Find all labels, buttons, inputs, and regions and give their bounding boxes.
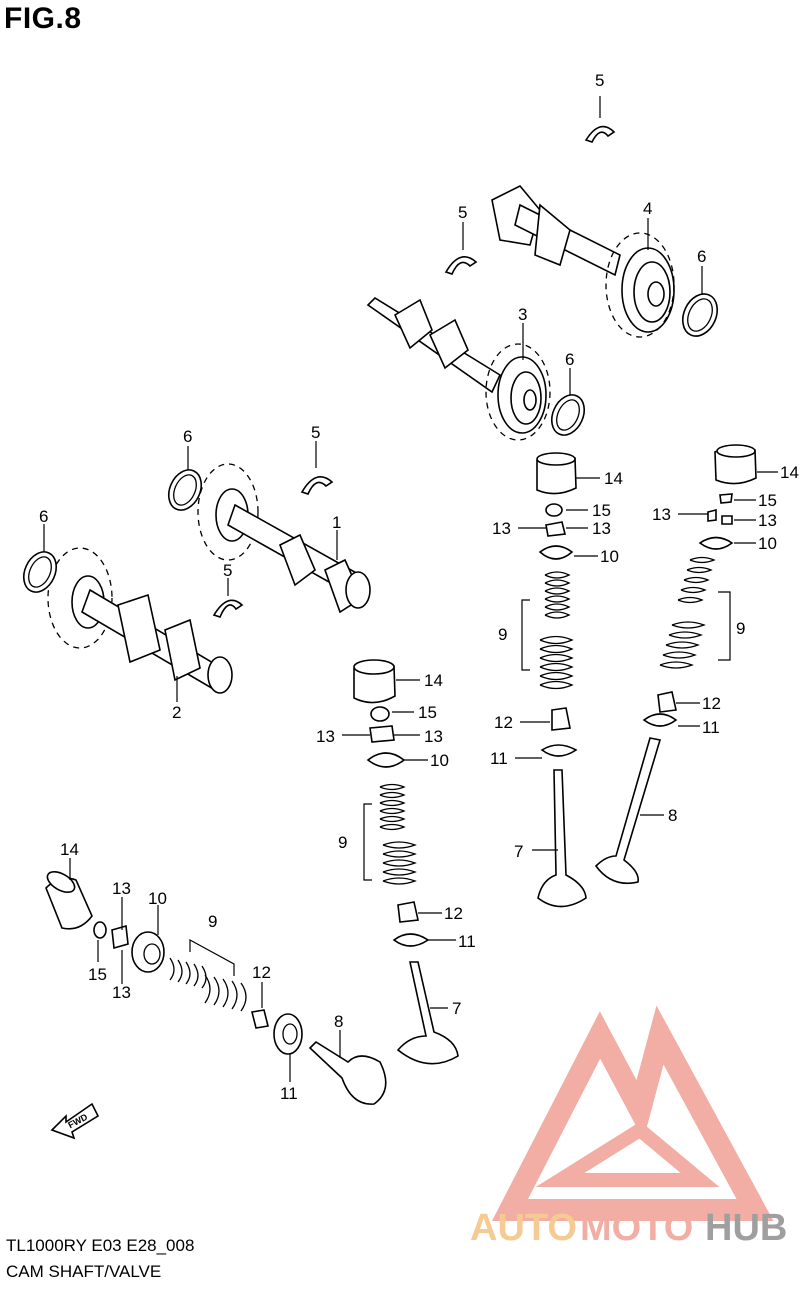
callout-14: 14 <box>60 840 79 859</box>
camshaft-4 <box>491 185 675 338</box>
callout-11: 11 <box>458 932 476 951</box>
callout-7: 7 <box>452 999 461 1018</box>
callout-15: 15 <box>592 501 611 520</box>
callout-12: 12 <box>444 904 463 923</box>
callout-9: 9 <box>338 833 347 852</box>
camshaft-1 <box>197 463 371 614</box>
watermark-inner-triangle-icon <box>535 1121 720 1187</box>
callout-15: 15 <box>418 703 437 722</box>
callout-7: 7 <box>514 842 523 861</box>
callout-4: 4 <box>643 199 652 218</box>
figure-title: FIG.8 <box>4 2 82 35</box>
callout-5: 5 <box>458 203 467 222</box>
callout-13: 13 <box>424 727 443 746</box>
callout-11: 11 <box>702 718 720 737</box>
valve-assembly-far-right <box>594 444 757 885</box>
callout-14: 14 <box>424 671 443 690</box>
callout-11: 11 <box>490 749 508 768</box>
callout-13: 13 <box>592 519 611 538</box>
forward-direction-arrow-icon: FWD <box>50 1102 100 1140</box>
callout-14: 14 <box>780 463 799 482</box>
callout-15: 15 <box>88 965 107 984</box>
callout-13: 13 <box>652 505 671 524</box>
model-code: TL1000RY E03 E28_008 <box>6 1236 195 1255</box>
callout-12: 12 <box>494 713 513 732</box>
callout-9: 9 <box>208 912 217 931</box>
callout-10: 10 <box>430 751 449 770</box>
ring-6-a <box>681 293 719 337</box>
ring-6-b <box>550 394 586 436</box>
callout-1: 1 <box>332 513 341 532</box>
watermark-word-hub: HUB <box>705 1207 787 1249</box>
callout-12: 12 <box>252 963 271 982</box>
callout-5: 5 <box>311 423 320 442</box>
clip-5-b <box>444 256 478 275</box>
callout-15: 15 <box>758 491 777 510</box>
callout-5: 5 <box>595 71 604 90</box>
callout-3: 3 <box>518 305 527 324</box>
callout-10: 10 <box>600 547 619 566</box>
watermark-word-moto: MOTO <box>580 1207 693 1249</box>
callout-numbers: 5 5 4 6 3 6 6 5 1 6 5 2 14 15 13 13 10 9… <box>39 71 799 1103</box>
watermark-triangle-icon <box>491 1005 774 1221</box>
callout-13: 13 <box>492 519 511 538</box>
valve-assembly-lower-left <box>45 870 387 1105</box>
callout-5: 5 <box>223 561 232 580</box>
callout-6: 6 <box>697 247 706 266</box>
ring-6-d <box>22 551 58 593</box>
callout-11: 11 <box>280 1084 298 1103</box>
leader-lines <box>43 96 778 1082</box>
callout-6: 6 <box>183 427 192 446</box>
callout-2: 2 <box>172 703 181 722</box>
clip-5-c <box>300 476 334 495</box>
callout-10: 10 <box>148 889 167 908</box>
watermark-word-auto: AUTO <box>470 1207 577 1249</box>
callout-13: 13 <box>758 511 777 530</box>
valve-assembly-center-right <box>536 452 587 908</box>
callout-14: 14 <box>604 469 623 488</box>
callout-13: 13 <box>112 879 131 898</box>
valve-assembly-center <box>353 659 459 1065</box>
camshaft-2 <box>47 547 233 694</box>
callout-13: 13 <box>316 727 335 746</box>
callout-9: 9 <box>736 619 745 638</box>
watermark-logo: AUTO MOTO HUB <box>470 1005 787 1249</box>
callout-8: 8 <box>334 1012 343 1031</box>
callout-12: 12 <box>702 694 721 713</box>
ring-6-c <box>167 469 203 511</box>
clip-5-a <box>584 125 616 143</box>
callout-6: 6 <box>39 507 48 526</box>
callout-6: 6 <box>565 350 574 369</box>
callout-8: 8 <box>668 806 677 825</box>
callout-9: 9 <box>498 625 507 644</box>
section-name: CAM SHAFT/VALVE <box>6 1262 162 1281</box>
clip-5-d <box>212 599 244 618</box>
callout-10: 10 <box>758 534 777 553</box>
callout-13: 13 <box>112 983 131 1002</box>
camshaft-3 <box>366 296 551 441</box>
